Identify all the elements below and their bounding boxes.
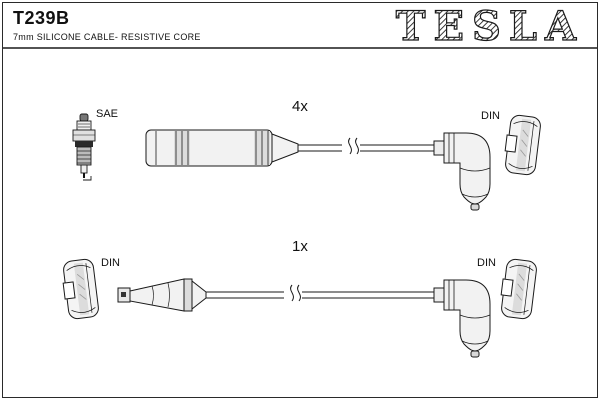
cable-bottom: [205, 284, 435, 303]
elbow-connector-bottom: [433, 279, 491, 358]
din-socket-icon-top-right: [502, 113, 542, 177]
product-description: 7mm SILICONE CABLE- RESISTIVE CORE: [13, 32, 201, 42]
cable-break-icon: [348, 137, 352, 155]
label-din-bottom-left: DIN: [101, 257, 120, 269]
din-socket-icon-bottom-right: [498, 257, 538, 321]
straight-boot-connector: [145, 129, 299, 167]
spark-plug-icon: [72, 113, 96, 181]
label-sae: SAE: [96, 108, 119, 120]
cable-break-icon: [290, 284, 294, 302]
quantity-top: 4x: [292, 98, 308, 115]
elbow-connector-top: [433, 132, 491, 211]
straight-cone-connector: [117, 278, 207, 312]
cable-top: [297, 137, 435, 156]
din-socket-icon-bottom-left: [60, 257, 100, 321]
quantity-bottom: 1x: [292, 238, 308, 255]
product-code: T239B: [13, 8, 70, 28]
label-din-top-right: DIN: [481, 110, 500, 122]
label-din-bottom-right: DIN: [477, 257, 496, 269]
brand-logo: TESLA: [396, 3, 584, 50]
